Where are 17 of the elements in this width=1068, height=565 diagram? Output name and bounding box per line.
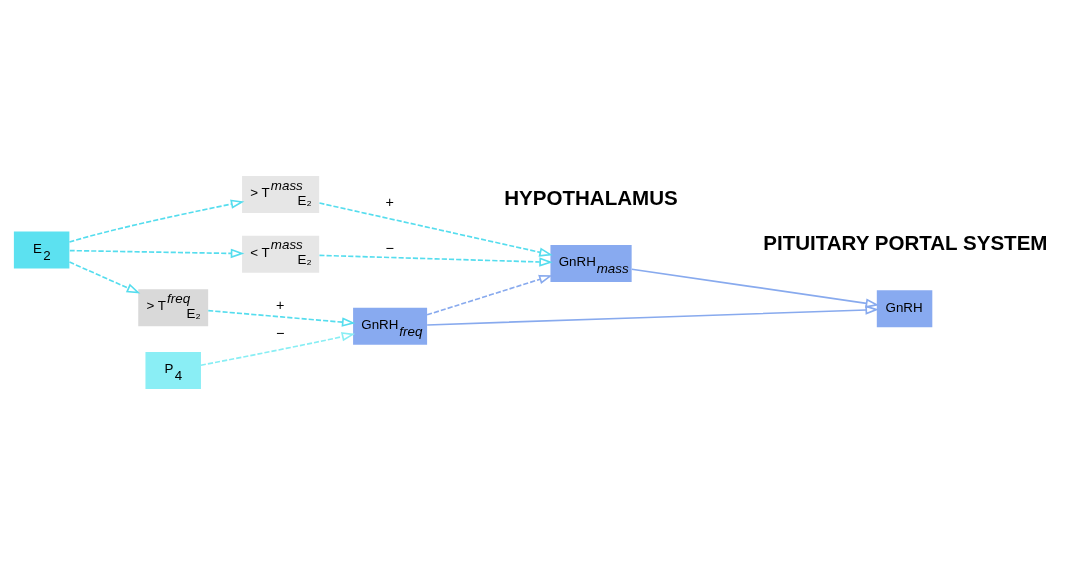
- edge-label: −: [385, 240, 394, 257]
- arrow: [426, 305, 880, 326]
- arrow: [207, 309, 356, 327]
- edge-label: −: [276, 324, 285, 341]
- arrow: [69, 248, 245, 259]
- edge-label: +: [276, 296, 285, 313]
- arrow: [318, 202, 553, 257]
- edge-label: +: [385, 194, 394, 211]
- arrow: [426, 274, 553, 316]
- label: HYPOTHALAMUS: [504, 185, 678, 209]
- arrow: [68, 199, 245, 243]
- arrow: [318, 254, 553, 267]
- label: PITUITARY PORTAL SYSTEM: [763, 231, 1048, 255]
- node-box: GnRH: [876, 290, 933, 328]
- arrow: [200, 332, 356, 367]
- arrow: [68, 261, 141, 294]
- arrow: [631, 268, 880, 308]
